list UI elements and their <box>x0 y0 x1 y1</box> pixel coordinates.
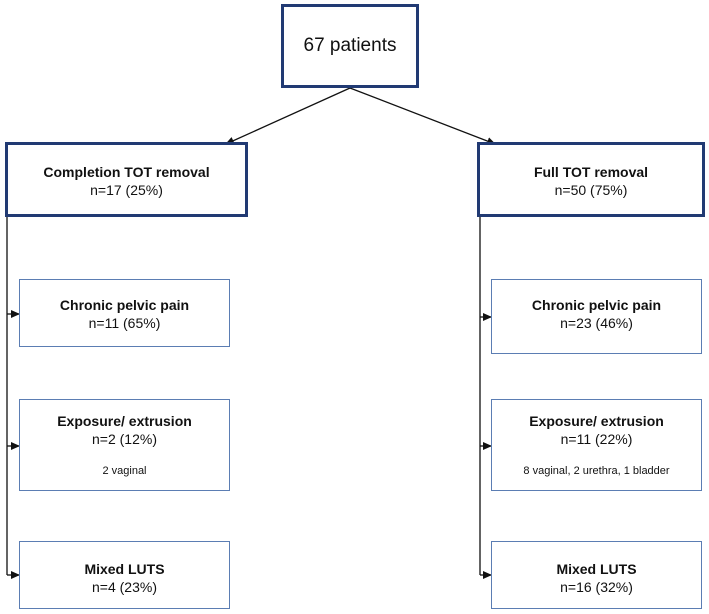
child-count: n=16 (32%) <box>560 579 633 595</box>
root-title: 67 patients <box>303 35 397 56</box>
left-child-chronic-pelvic-pain: Chronic pelvic pain n=11 (65%) <box>19 279 230 347</box>
left-branch-title: Completion TOT removal <box>43 164 210 180</box>
child-title: Chronic pelvic pain <box>59 297 190 313</box>
right-child-exposure-extrusion: Exposure/ extrusion n=11 (22%) 8 vaginal… <box>491 399 702 491</box>
child-count: n=2 (12%) <box>92 431 157 447</box>
right-branch-title: Full TOT removal <box>533 164 649 180</box>
left-branch-count: n=17 (25%) <box>90 182 163 198</box>
arrow-root-to-left <box>225 87 351 145</box>
arrow-root-to-right <box>349 87 496 145</box>
left-child-exposure-extrusion: Exposure/ extrusion n=2 (12%) 2 vaginal <box>19 399 230 491</box>
right-branch-count: n=50 (75%) <box>554 182 628 198</box>
right-branch-node: Full TOT removal n=50 (75%) <box>477 142 705 217</box>
child-note: 2 vaginal <box>102 465 147 477</box>
child-title: Mixed LUTS <box>556 561 637 577</box>
left-branch-node: Completion TOT removal n=17 (25%) <box>5 142 248 217</box>
child-title: Exposure/ extrusion <box>529 413 664 429</box>
child-count: n=23 (46%) <box>560 315 633 331</box>
child-note: 8 vaginal, 2 urethra, 1 bladder <box>523 465 670 477</box>
root-node: 67 patients <box>281 4 419 88</box>
child-count: n=11 (22%) <box>560 431 633 447</box>
right-child-mixed-luts: Mixed LUTS n=16 (32%) <box>491 541 702 609</box>
left-child-mixed-luts: Mixed LUTS n=4 (23%) <box>19 541 230 609</box>
right-child-chronic-pelvic-pain: Chronic pelvic pain n=23 (46%) <box>491 279 702 354</box>
child-count: n=11 (65%) <box>88 315 161 331</box>
child-title: Chronic pelvic pain <box>531 297 662 313</box>
child-count: n=4 (23%) <box>92 579 157 595</box>
child-title: Mixed LUTS <box>84 561 165 577</box>
child-title: Exposure/ extrusion <box>57 413 192 429</box>
